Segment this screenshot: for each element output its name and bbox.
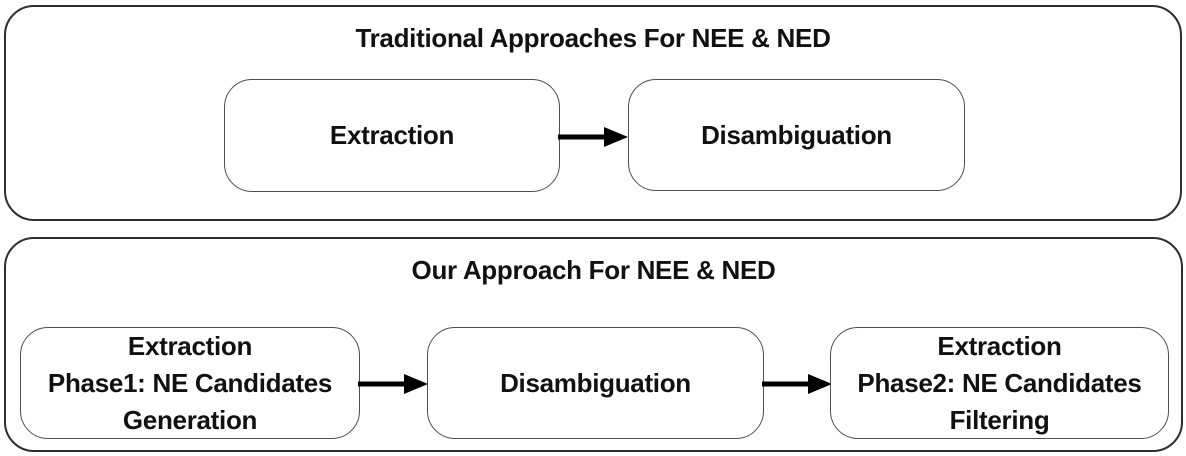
phase2-node-line-1: Extraction [937, 330, 1062, 361]
traditional-approaches-panel: Traditional Approaches For NEE & NED Ext… [4, 5, 1182, 221]
flow-arrow-icon [558, 127, 628, 147]
phase2-node-line-2: Phase2: NE Candidates [857, 367, 1142, 398]
traditional-panel-title: Traditional Approaches For NEE & NED [355, 23, 831, 53]
flow-arrow-icon [358, 374, 428, 394]
our-approach-panel: Our Approach For NEE & NED Extraction Ph… [4, 237, 1183, 452]
disambiguation-node-label: Disambiguation [500, 367, 691, 398]
phase1-node-line-3: Generation [122, 404, 258, 435]
our-approach-panel-title: Our Approach For NEE & NED [411, 255, 776, 285]
phase1-node-line-2: Phase1: NE Candidates [47, 367, 333, 398]
phase2-filtering-node: Extraction Phase2: NE Candidates Filteri… [830, 327, 1169, 439]
disambiguation-node-label: Disambiguation [701, 119, 892, 150]
flow-arrow-icon [762, 374, 832, 394]
phase1-generation-node: Extraction Phase1: NE Candidates Generat… [20, 327, 360, 439]
phase2-node-line-3: Filtering [949, 404, 1050, 435]
disambiguation-node: Disambiguation [427, 327, 764, 439]
extraction-node: Extraction [224, 79, 560, 192]
phase1-node-line-1: Extraction [127, 330, 253, 361]
disambiguation-node: Disambiguation [628, 79, 965, 191]
extraction-node-label: Extraction [329, 120, 455, 150]
